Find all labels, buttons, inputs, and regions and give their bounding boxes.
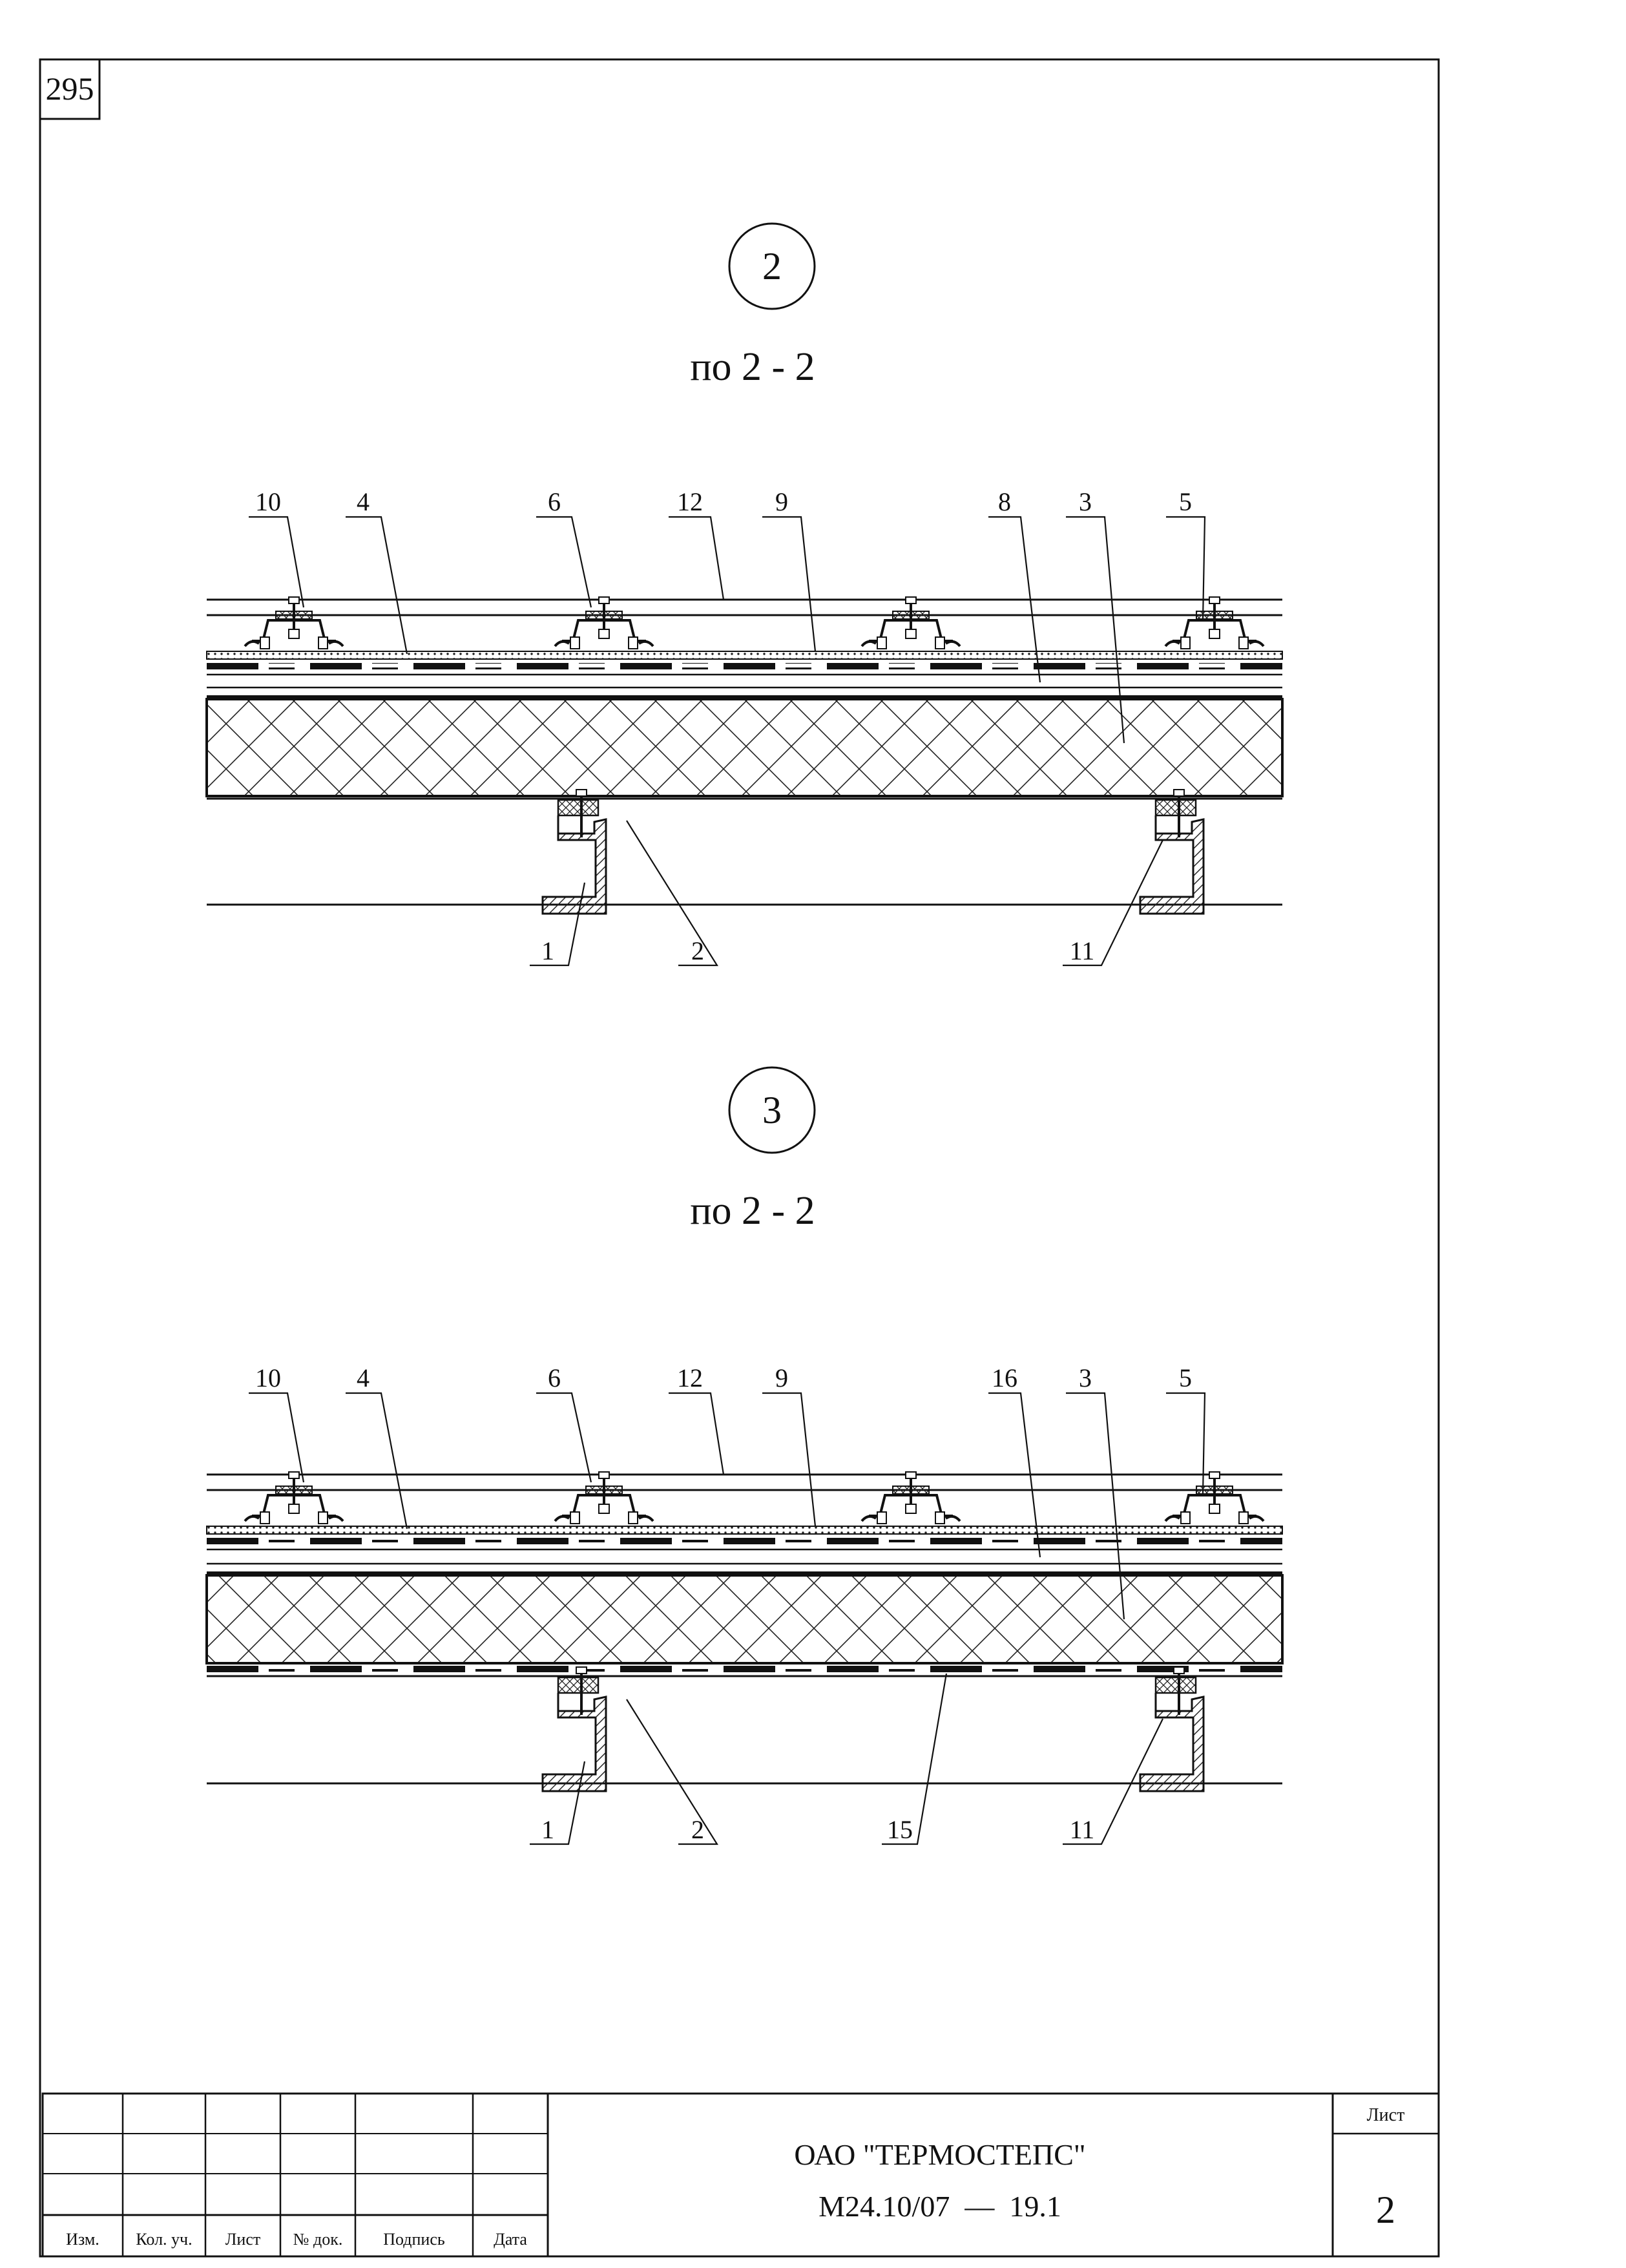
sheet-label: Лист — [1367, 2105, 1405, 2125]
callout-label: 8 — [998, 487, 1011, 516]
detail-3: 3 по 2 - 2 — [205, 1066, 1284, 1845]
callout-label: 6 — [548, 487, 561, 516]
callout-label: 2 — [691, 1815, 704, 1844]
detail-marker-circle — [728, 222, 816, 310]
purlin-support — [541, 1666, 607, 1792]
callout-label: 16 — [992, 1363, 1017, 1392]
title-block — [41, 2092, 1440, 2258]
detail-marker-circle — [728, 1066, 816, 1154]
callout-label: 11 — [1070, 1815, 1095, 1844]
page-number: 295 — [46, 70, 94, 107]
callout-label: 3 — [1079, 487, 1092, 516]
callout-label: 10 — [255, 1363, 281, 1392]
drawing-frame — [39, 58, 1440, 2258]
page-number-box — [39, 58, 101, 120]
fastener-profile — [1164, 1471, 1265, 1525]
sheet-number: 2 — [1376, 2189, 1395, 2231]
detail-2: 2 по 2 - 2 — [205, 222, 1284, 967]
fastener-profile — [1164, 596, 1265, 650]
fastener-profile — [554, 596, 654, 650]
organization-name: ОАО "ТЕРМОСТЕПС" — [794, 2138, 1085, 2171]
vapour-barrier-layer — [207, 1666, 1282, 1672]
document-code: М24.10/07 — 19.1 — [818, 2190, 1061, 2223]
callout-label: 5 — [1179, 487, 1192, 516]
leader-lines — [249, 516, 1206, 967]
callout-label: 9 — [775, 1363, 788, 1392]
callout-label: 5 — [1179, 1363, 1192, 1392]
callout-label: 6 — [548, 1363, 561, 1392]
callout-label: 1 — [541, 936, 554, 965]
callout-label: 1 — [541, 1815, 554, 1844]
callout-label: 4 — [357, 1363, 370, 1392]
title-block-column-izm: Изм. — [66, 2230, 99, 2249]
fastener-profile — [860, 1471, 961, 1525]
title-block-column-date: Дата — [494, 2230, 527, 2249]
roof-layers — [205, 1473, 1284, 1785]
title-block-column-kol-uch: Кол. уч. — [136, 2230, 192, 2249]
section-label: по 2 - 2 — [690, 345, 815, 389]
callout-label: 11 — [1070, 936, 1095, 965]
detail-marker: 3 — [762, 1089, 782, 1131]
fastener-profile — [244, 1471, 344, 1525]
title-block-column-list: Лист — [225, 2230, 260, 2249]
callout-label: 3 — [1079, 1363, 1092, 1392]
purlin-support — [1139, 1666, 1205, 1792]
fastener-profile — [244, 596, 344, 650]
leader-lines — [249, 1392, 1206, 1845]
purlin-support — [541, 788, 607, 915]
callout-label: 4 — [357, 487, 370, 516]
callout-label: 10 — [255, 487, 281, 516]
roof-layers — [205, 598, 1284, 906]
title-block-column-signature: Подпись — [383, 2230, 445, 2249]
insulation-layer — [205, 698, 1284, 797]
section-label: по 2 - 2 — [690, 1189, 815, 1233]
purlin-support — [1139, 788, 1205, 915]
fastener-profile — [554, 1471, 654, 1525]
insulation-layer — [205, 1574, 1284, 1664]
callout-label: 12 — [677, 487, 703, 516]
callout-label: 12 — [677, 1363, 703, 1392]
fastener-profile — [860, 596, 961, 650]
callout-label: 9 — [775, 487, 788, 516]
callout-label: 2 — [691, 936, 704, 965]
callout-label: 15 — [887, 1815, 913, 1844]
detail-marker: 2 — [762, 245, 782, 288]
title-block-column-doc-no: № док. — [293, 2230, 343, 2249]
